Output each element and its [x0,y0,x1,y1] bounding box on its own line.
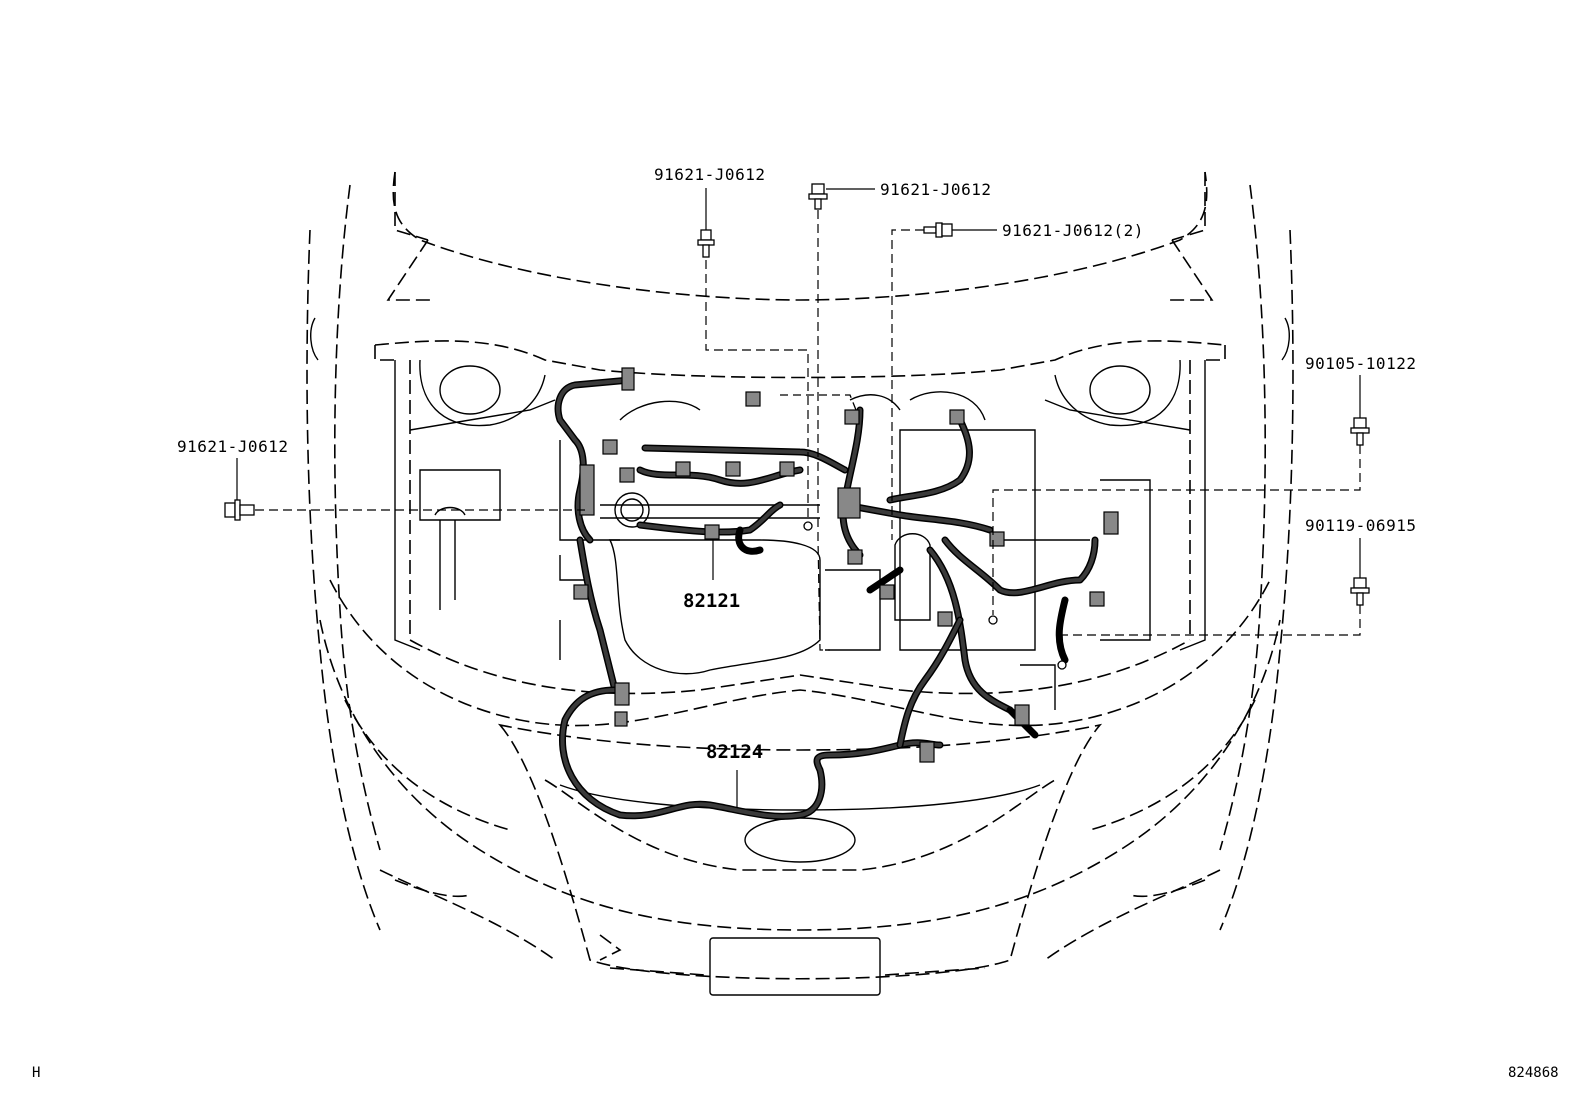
label-harness-engine: 82121 [683,590,740,612]
connector [949,409,965,425]
bolt-icon [224,499,255,521]
corner-code-left: H [32,1065,40,1081]
connector [725,461,741,477]
connector [844,409,860,425]
connectors [573,367,1119,763]
connector [619,467,635,483]
label-bolt-right-upper: 90105-10122 [1305,354,1416,373]
bolts [224,183,1370,670]
label-bolt-top-center: 91621-J0612 [654,165,765,184]
connector [579,464,595,516]
wire-harness-82124 [558,616,1039,820]
connector [602,439,618,455]
connector [745,391,761,407]
connector [989,531,1005,547]
label-harness-front: 82124 [706,741,763,763]
connector [837,487,861,519]
connector [614,682,630,706]
connector [1014,704,1030,726]
leader-lines [236,188,1361,808]
connector [614,711,628,727]
label-bolt-right-lower: 90119-06915 [1305,516,1416,535]
connector [621,367,635,391]
bolt-icon [1350,417,1370,446]
label-bolt-top-clip: 91621-J0612(2) [1002,221,1144,240]
connector [779,461,795,477]
label-bolt-left: 91621-J0612 [177,437,288,456]
connector [675,461,691,477]
bolt-icon [1350,577,1370,606]
engine-components [419,391,1151,710]
connector [1103,511,1119,535]
wire-harness-82121 [554,376,1099,714]
label-bolt-top-right: 91621-J0612 [880,180,991,199]
corner-code-right: 824868 [1508,1065,1559,1081]
bolt-icon [923,222,953,238]
connector [937,611,953,627]
bolt-icon [808,183,828,210]
connector [919,741,935,763]
part-labels: 91621-J0612 91621-J0612 91621-J0612(2) 9… [177,165,1416,763]
connector [704,524,720,540]
connector [573,584,589,600]
connector [847,549,863,565]
connector [879,584,895,600]
connector [1089,591,1105,607]
bolt-icon [697,229,715,258]
vehicle-body-outline [306,171,1294,996]
